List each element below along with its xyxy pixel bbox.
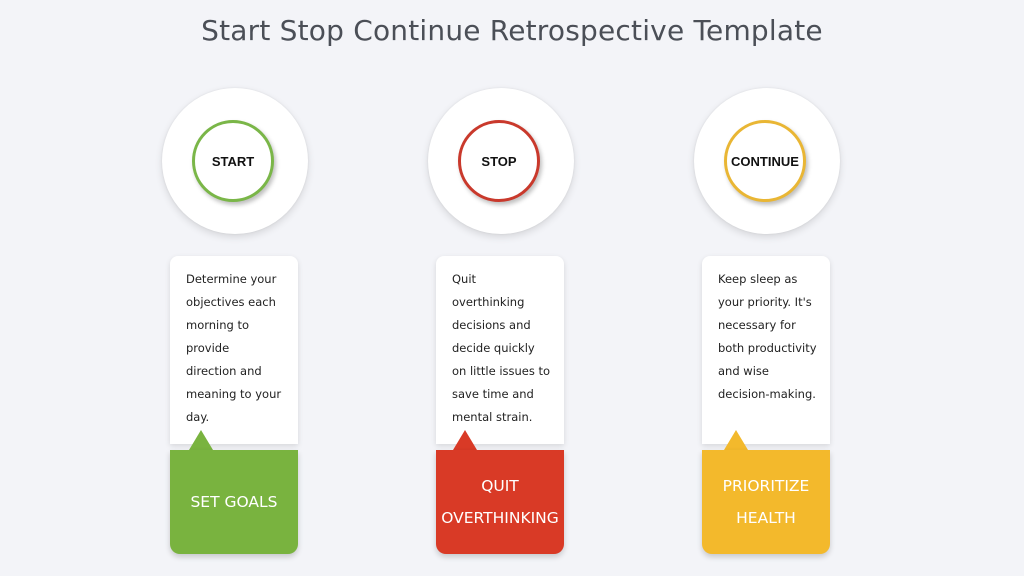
card-start: Determine your objectives each morning t… [170,256,298,444]
footer-label-continue: PRIORITIZE HEALTH [722,477,810,527]
card-text-continue: Keep sleep as your priority. It's necess… [718,272,817,401]
card-text-stop: Quit overthinking decisions and decide q… [452,272,551,424]
card-continue: Keep sleep as your priority. It's necess… [702,256,830,444]
footer-label-start: SET GOALS [190,493,278,511]
heading-start: START [211,153,255,169]
pointer-continue [724,430,748,450]
heading-continue: CONTINUE [731,153,799,169]
inner-circle-stop: STOP [458,120,540,202]
footer-continue: PRIORITIZE HEALTH [702,450,830,554]
heading-stop: STOP [481,153,517,169]
card-text-start: Determine your objectives each morning t… [186,272,282,424]
footer-label-stop: QUIT OVERTHINKING [441,477,559,527]
footer-stop: QUIT OVERTHINKING [436,450,564,554]
column-stop: STOP Quit overthinking decisions and dec… [428,88,578,558]
card-stop: Quit overthinking decisions and decide q… [436,256,564,444]
column-continue: CONTINUE Keep sleep as your priority. It… [694,88,844,558]
inner-circle-start: START [192,120,274,202]
page-title: Start Stop Continue Retrospective Templa… [201,14,823,47]
footer-start: SET GOALS [170,450,298,554]
column-start: START Determine your objectives each mor… [162,88,312,558]
pointer-start [189,430,213,450]
pointer-stop [453,430,477,450]
inner-circle-continue: CONTINUE [724,120,806,202]
